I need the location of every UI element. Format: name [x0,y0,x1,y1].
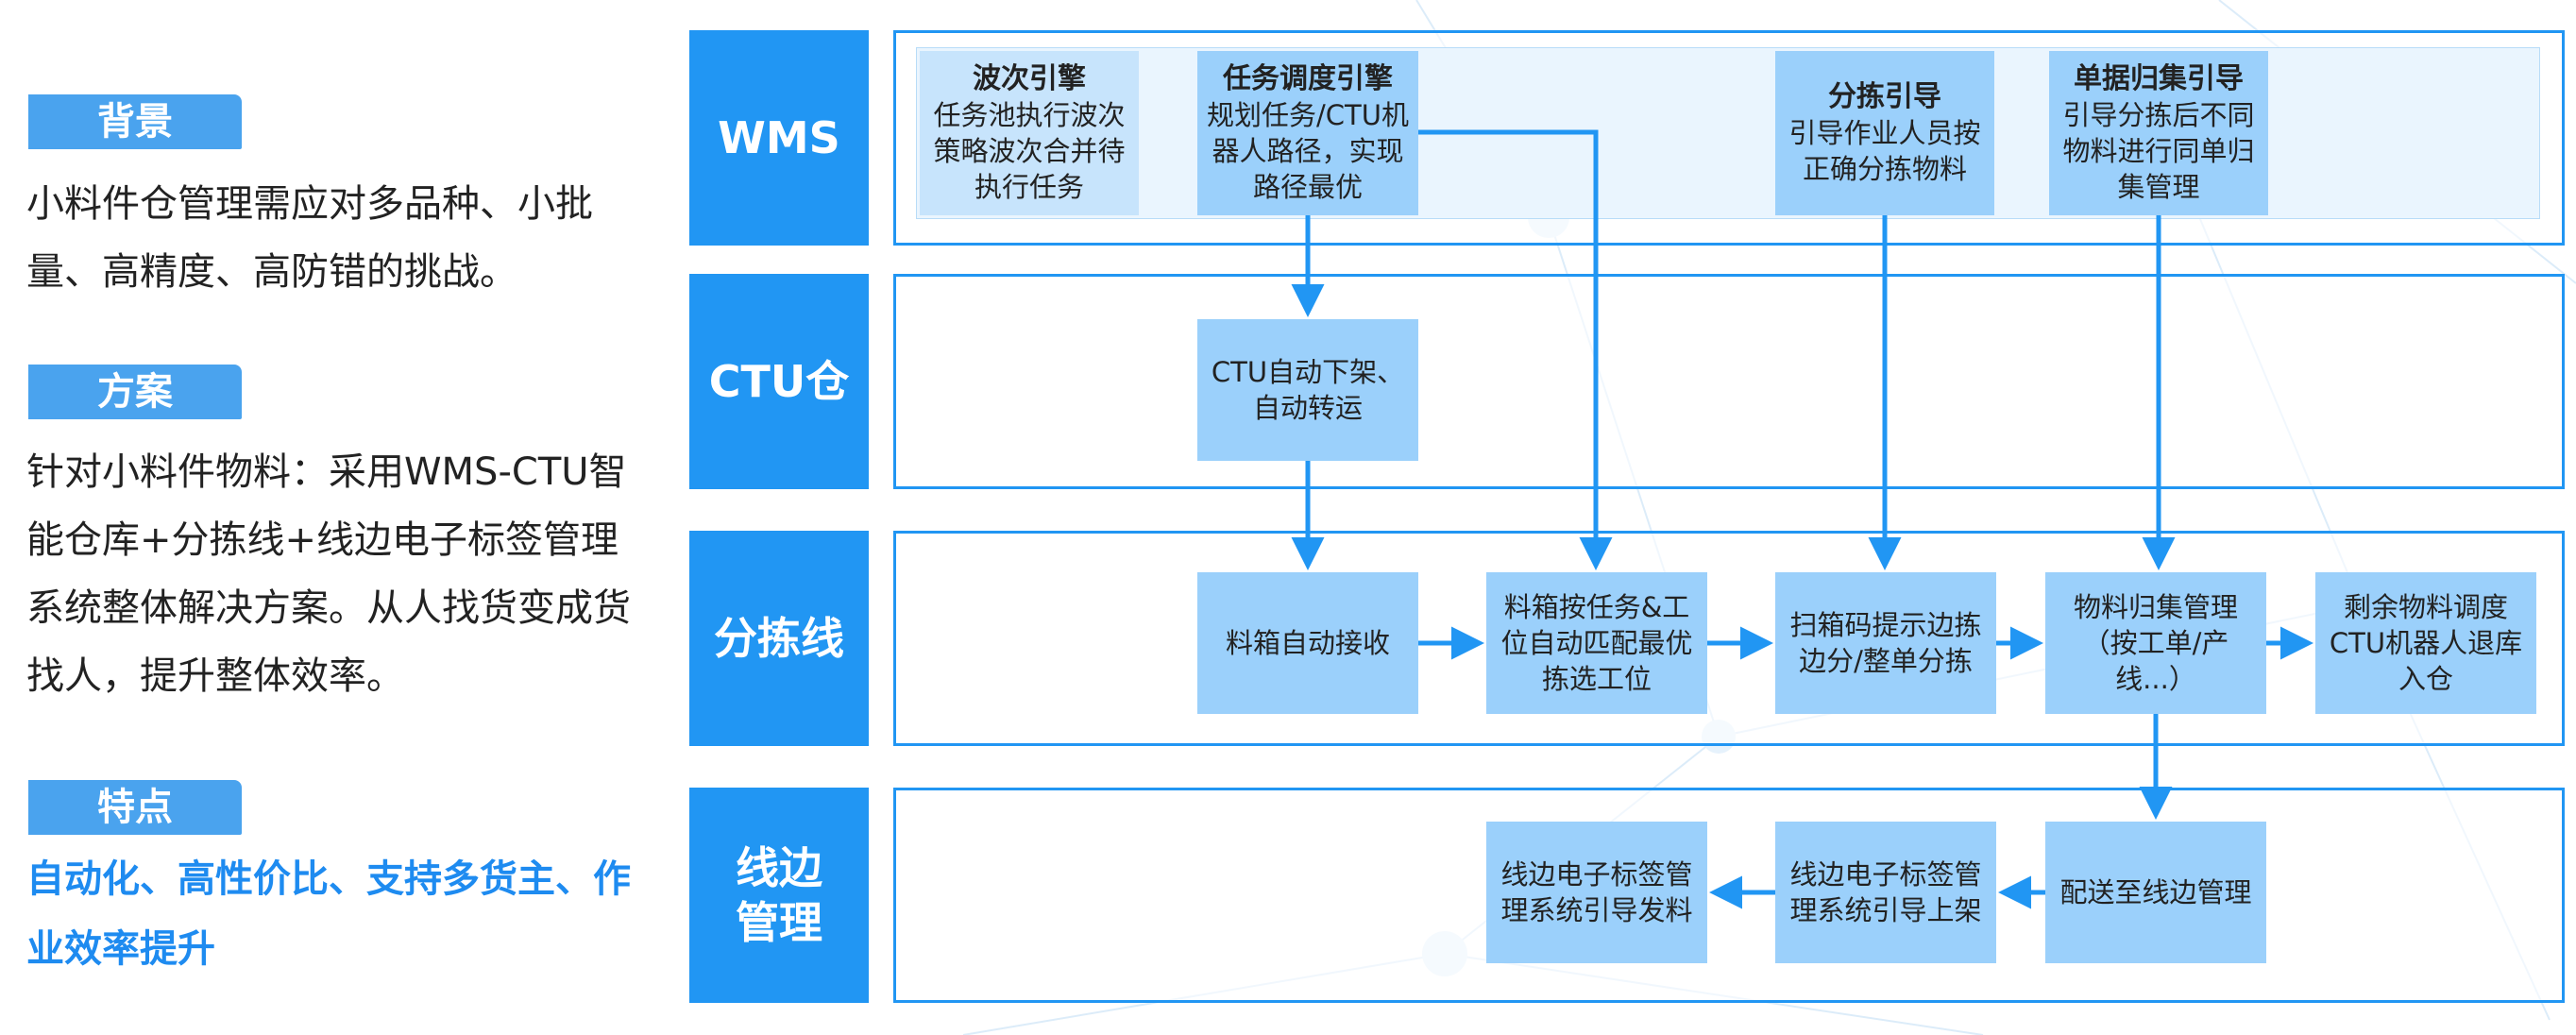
node-auto-receive: 料箱自动接收 [1197,572,1418,714]
wms-inner-panel [916,47,2540,219]
feature-text: 自动化、高性价比、支持多货主、作业效率提升 [26,857,631,971]
node-sort-guide: 分拣引导 引导作业人员按正确分拣物料 [1775,51,1994,215]
node-collect-guide-text: 引导分拣后不同物料进行同单归集管理 [2062,99,2255,203]
lane-label-sorting: 分拣线 [689,531,869,746]
node-wave-engine-title: 波次引擎 [973,62,1086,95]
node-deliver-lineside: 配送至线边管理 [2045,822,2266,963]
node-wave-engine: 波次引擎 任务池执行波次策略波次合并待执行任务 [920,51,1139,215]
node-dispatch-engine-text: 规划任务/CTU机器人路径，实现路径最优 [1207,99,1409,203]
node-task-match: 料箱按任务&工位自动匹配最优拣选工位 [1486,572,1707,714]
node-label-issue: 线边电子标签管理系统引导发料 [1486,822,1707,963]
node-collect-guide-title: 单据归集引导 [2074,62,2244,95]
node-sort-guide-text: 引导作业人员按正确分拣物料 [1788,117,1981,185]
node-label-shelve: 线边电子标签管理系统引导上架 [1775,822,1996,963]
solution-text: 针对小料件物料：采用WMS-CTU智能仓库+分拣线+线边电子标签管理系统整体解决… [26,450,631,698]
node-dispatch-engine-title: 任务调度引擎 [1223,62,1393,95]
background-text: 小料件仓管理需应对多品种、小批量、高精度、高防错的挑战。 [26,182,593,294]
feature-tag: 特点 [28,780,242,835]
node-ctu-auto-unload: CTU自动下架、自动转运 [1197,319,1418,461]
node-return-warehouse: 剩余物料调度CTU机器人退库入仓 [2315,572,2536,714]
lane-label-wms: WMS [689,30,869,246]
node-collect-guide: 单据归集引导 引导分拣后不同物料进行同单归集管理 [2049,51,2268,215]
lane-box-lineside [893,788,2565,1003]
solution-tag: 方案 [28,365,242,419]
background-tag: 背景 [28,94,242,149]
node-sort-guide-title: 分拣引导 [1828,80,1941,113]
lane-box-sorting [893,531,2565,746]
lane-box-ctu [893,274,2565,489]
lane-label-lineside: 线边管理 [689,788,869,1003]
node-wave-engine-text: 任务池执行波次策略波次合并待执行任务 [933,99,1126,203]
node-dispatch-engine: 任务调度引擎 规划任务/CTU机器人路径，实现路径最优 [1197,51,1418,215]
node-collect-manage: 物料归集管理（按工单/产线...） [2045,572,2266,714]
lane-label-ctu: CTU仓 [689,274,869,489]
node-scan-sort: 扫箱码提示边拣边分/整单分拣 [1775,572,1996,714]
